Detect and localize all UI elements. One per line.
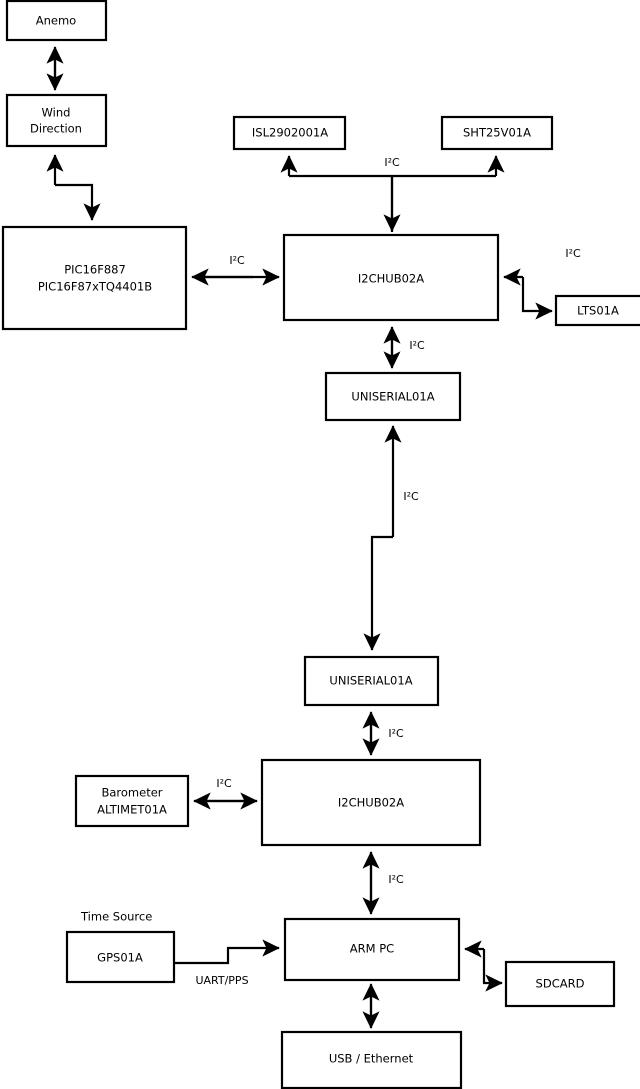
node-anemo[interactable]: Anemo <box>5 0 108 42</box>
edge-label-pic-hub: I²C <box>229 254 245 267</box>
node-uniserial01a-top[interactable]: UNISERIAL01A <box>324 371 462 422</box>
node-label-uniserial-top: UNISERIAL01A <box>351 390 434 404</box>
edge-label-hub-sensors: I²C <box>384 156 400 169</box>
node-label-hub-bot: I2CHUB02A <box>338 796 404 810</box>
node-isl2902001a[interactable]: ISL2902001A <box>232 115 347 151</box>
connector-hub-uniserial: I²C <box>383 326 425 369</box>
node-arm-pc[interactable]: ARM PC <box>283 917 461 982</box>
node-label-armpc: ARM PC <box>350 942 394 956</box>
edge-label-hub-lts: I²C <box>565 247 581 260</box>
node-usb-ethernet[interactable]: USB / Ethernet <box>280 1030 463 1089</box>
node-label-barometer-line1: Barometer <box>101 786 162 800</box>
connector-uniserial-hub2: I²C <box>362 711 404 756</box>
node-barometer[interactable]: Barometer ALTIMET01A <box>74 774 190 828</box>
node-gps01a[interactable]: GPS01A <box>65 930 176 984</box>
node-label-isl: ISL2902001A <box>252 126 328 140</box>
node-sht25v01a[interactable]: SHT25V01A <box>440 115 554 151</box>
edge-label-barometer-hub: I²C <box>216 777 232 790</box>
connector-hub-sensors: I²C <box>280 155 505 232</box>
node-i2chub02a-top[interactable]: I2CHUB02A <box>282 233 500 322</box>
connector-hub-lts: I²C <box>503 247 581 320</box>
node-label-uniserial-bot: UNISERIAL01A <box>329 674 412 688</box>
node-label-usbeth: USB / Ethernet <box>329 1052 414 1066</box>
node-sdcard[interactable]: SDCARD <box>504 960 616 1008</box>
node-label-wind-line2: Direction <box>30 122 82 136</box>
node-label-hub-top: I2CHUB02A <box>358 272 424 286</box>
node-label-gps: GPS01A <box>97 951 143 965</box>
connector-gps-armpc: UART/PPS <box>174 939 280 987</box>
node-lts01a[interactable]: LTS01A <box>554 294 640 327</box>
connector-uniserial-link: I²C <box>363 425 419 651</box>
connector-barometer-hub2: I²C <box>193 777 258 810</box>
edge-label-uniserial-link: I²C <box>403 490 419 503</box>
node-wind-direction[interactable]: Wind Direction <box>5 93 108 148</box>
label-time-source: Time Source <box>80 910 152 924</box>
edge-label-uniserial-hub2: I²C <box>388 727 404 740</box>
edge-label-gps-armpc: UART/PPS <box>195 974 248 987</box>
connector-armpc-sdcard <box>464 940 503 992</box>
node-uniserial01a-bottom[interactable]: UNISERIAL01A <box>303 655 440 707</box>
node-pic-mcu[interactable]: PIC16F887 PIC16F87xTQ4401B <box>1 225 188 331</box>
edge-label-hub-uniserial: I²C <box>409 339 425 352</box>
edge-label-hub2-armpc: I²C <box>388 873 404 886</box>
node-label-wind-line1: Wind <box>42 106 71 120</box>
node-label-barometer-line2: ALTIMET01A <box>97 803 167 817</box>
node-label-pic-line2: PIC16F87xTQ4401B <box>38 280 152 294</box>
connector-hub2-armpc: I²C <box>362 851 404 915</box>
node-label-lts: LTS01A <box>577 304 619 318</box>
connector-pic-hub: I²C <box>191 254 280 286</box>
node-label-sht: SHT25V01A <box>463 126 531 140</box>
connector-wind-pic <box>46 154 101 221</box>
node-label-sdcard: SDCARD <box>536 977 585 991</box>
node-i2chub02a-bottom[interactable]: I2CHUB02A <box>260 758 482 847</box>
node-label-anemo: Anemo <box>36 14 76 28</box>
node-label-pic-line1: PIC16F887 <box>64 263 126 277</box>
